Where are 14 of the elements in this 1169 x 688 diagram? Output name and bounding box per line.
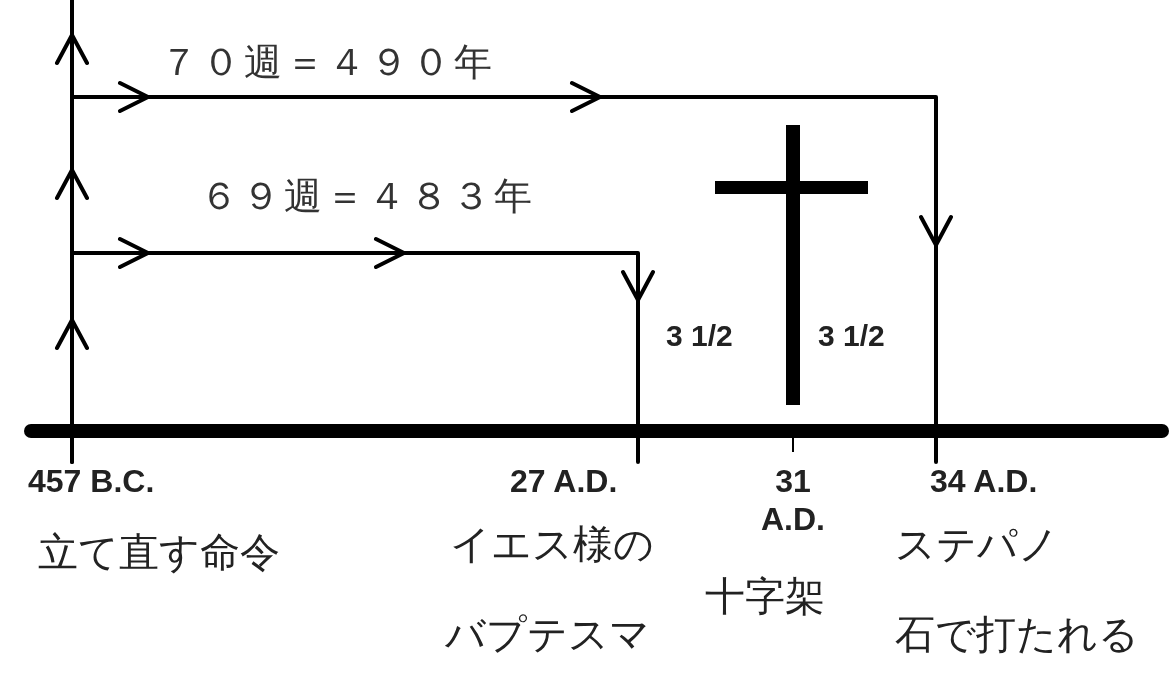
event-label: ステパノ — [895, 521, 1059, 568]
arrow — [70, 81, 953, 464]
event-label: バプテスマ — [445, 611, 650, 658]
arrow — [70, 237, 655, 464]
duration-label: 3 1/2 — [818, 318, 885, 354]
date-label: 31 A.D. — [760, 462, 826, 538]
event-label: 石で打たれる — [895, 611, 1139, 658]
date-label: 27 A.D. — [510, 462, 618, 500]
date-label: 34 A.D. — [930, 462, 1038, 500]
date-label: 457 B.C. — [28, 462, 155, 500]
event-label: イエス様の — [450, 521, 654, 568]
event-label: 立て直す命令 — [38, 529, 280, 576]
duration-label: 3 1/2 — [666, 318, 733, 354]
event-label: 十字架 — [705, 573, 825, 620]
